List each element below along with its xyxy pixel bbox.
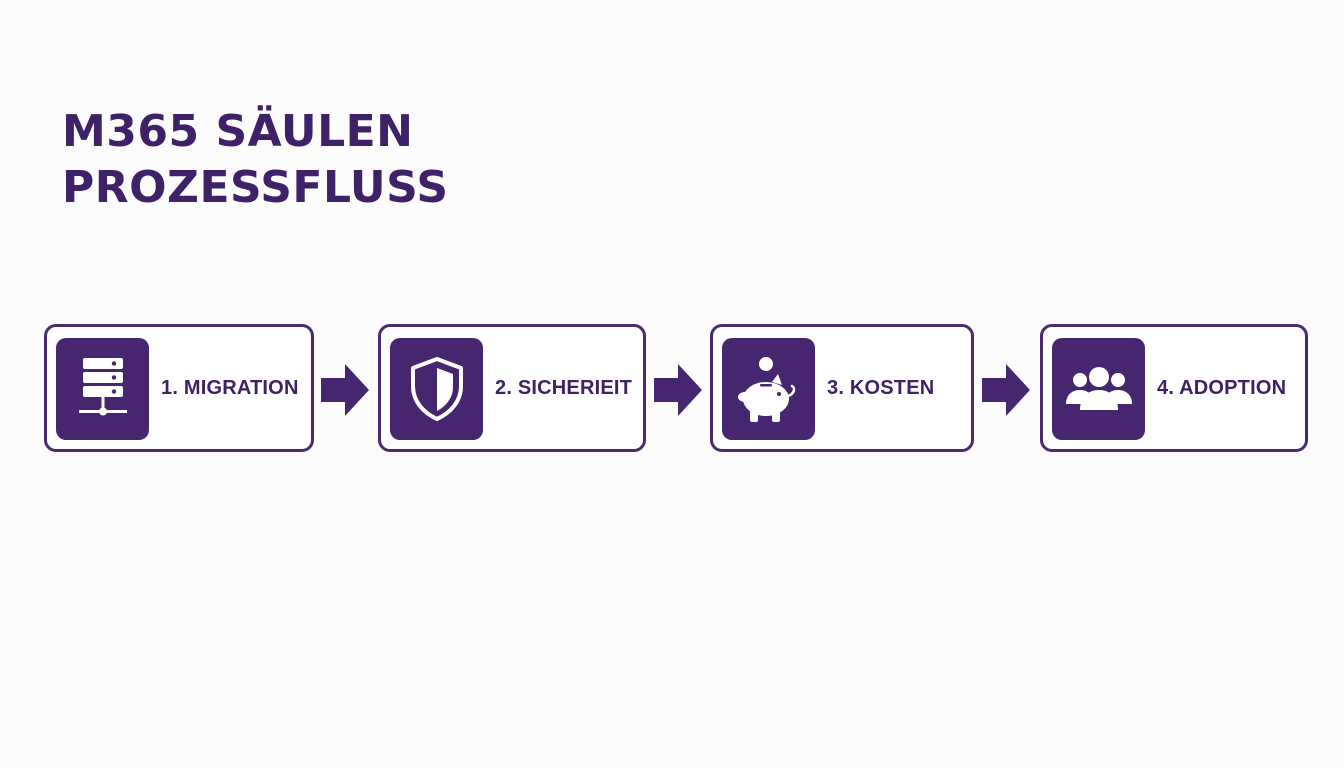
step-icon-box [390, 338, 483, 440]
page-title: M365 SÄULEN PROZESSFLUSS [62, 104, 449, 216]
step-icon-box [1052, 338, 1145, 440]
step-migration: 1. MIGRATION [44, 324, 314, 452]
arrow-right-icon [982, 364, 1030, 416]
server-network-icon [78, 358, 127, 416]
step-icon-box [722, 338, 815, 440]
arrow-right-icon [654, 364, 702, 416]
title-line-2: PROZESSFLUSS [62, 162, 449, 213]
piggy-bank-icon [737, 357, 795, 422]
shield-icon [410, 357, 463, 421]
step-security: 2. SICHERIEIT [378, 324, 646, 452]
title-line-1: M365 SÄULEN [62, 106, 414, 157]
step-costs: 3. KOSTEN [710, 324, 974, 452]
arrow-right-icon [321, 364, 369, 416]
step-label-migration: 1. MIGRATION [161, 377, 299, 399]
step-label-costs: 3. KOSTEN [827, 377, 935, 399]
user-group-icon [1065, 367, 1132, 410]
step-adoption: 4. ADOPTION [1040, 324, 1308, 452]
step-label-adoption: 4. ADOPTION [1157, 377, 1287, 399]
step-label-security: 2. SICHERIEIT [495, 377, 633, 399]
step-icon-box [56, 338, 149, 440]
